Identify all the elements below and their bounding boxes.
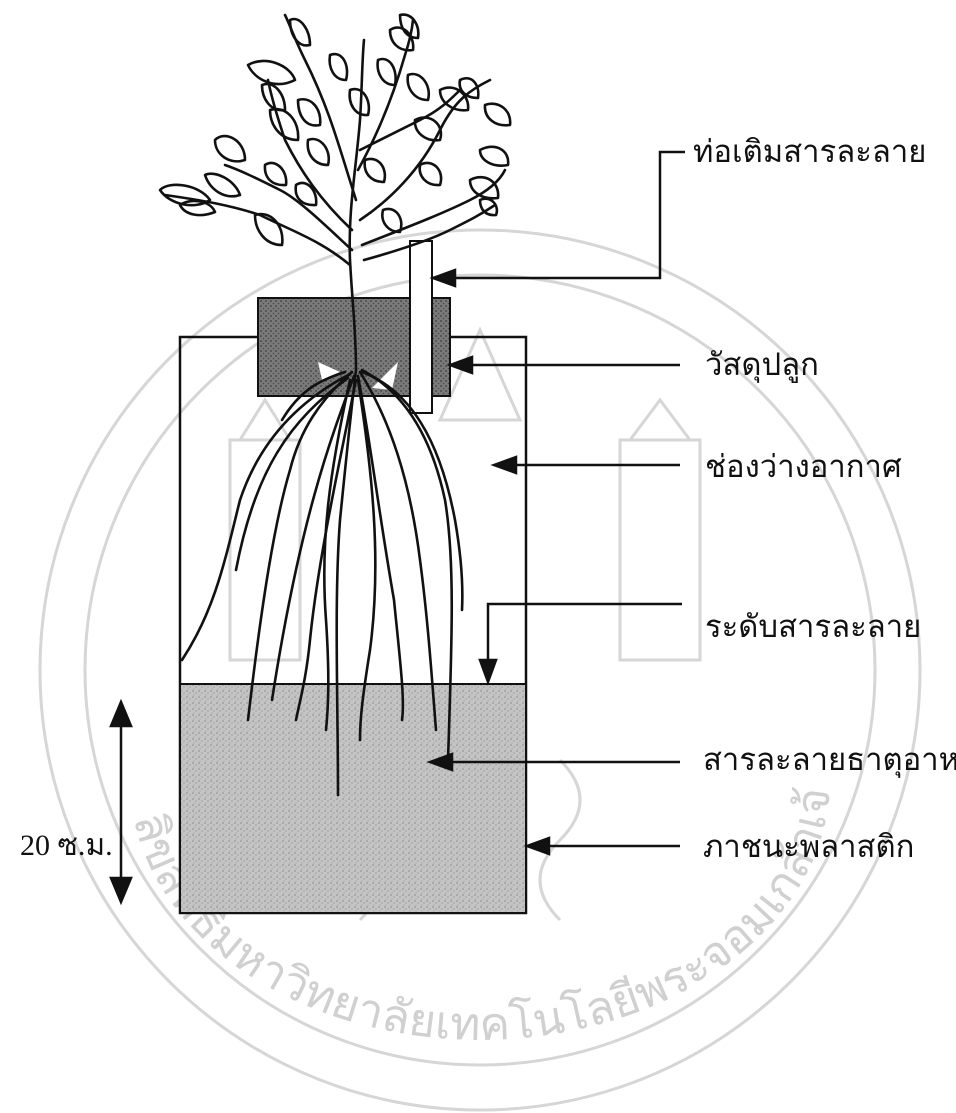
- label-air-space: ช่องว่างอากาศ: [705, 449, 902, 484]
- leaf: [290, 19, 310, 45]
- label-fill-tube: ท่อเติมสารละลาย: [693, 134, 926, 169]
- root: [360, 372, 436, 730]
- watermark-temple-left: [230, 400, 300, 660]
- nutrient-solution-fill: [181, 684, 525, 912]
- watermark-temple-right: [620, 400, 700, 660]
- branch: [285, 15, 356, 200]
- level-callout-line: [488, 604, 682, 662]
- leaf: [382, 209, 401, 232]
- branch: [225, 165, 352, 250]
- leaf: [308, 139, 329, 165]
- label-solution-level: ระดับสารละลาย: [705, 609, 921, 644]
- label-growing-medium: วัสดุปลูก: [705, 347, 819, 384]
- leaf: [400, 15, 418, 38]
- leaf: [215, 136, 245, 161]
- leaf: [365, 159, 385, 182]
- leaf: [485, 104, 510, 126]
- air-callout-arrow: [494, 457, 516, 473]
- leaf: [420, 163, 441, 185]
- leaf: [265, 163, 286, 185]
- tube-callout-arrow: [433, 270, 455, 286]
- level-callout-arrow: [480, 660, 496, 682]
- leaf: [298, 99, 320, 125]
- fill-tube: [410, 241, 432, 413]
- leaf: [330, 54, 347, 80]
- leaf: [480, 147, 508, 166]
- leaf: [470, 177, 498, 198]
- leaf: [408, 74, 429, 100]
- leaf: [378, 59, 396, 85]
- watermark-crown: [440, 330, 520, 420]
- label-depth: 20 ซ.ม.: [20, 829, 113, 862]
- label-nutrient-solution: สารละลายธาตุอาหาร: [703, 742, 956, 779]
- leaf: [205, 174, 240, 197]
- depth-arrow-bottom: [111, 878, 131, 902]
- label-plastic-container: ภาชนะพลาสติก: [703, 829, 914, 864]
- depth-arrow-top: [111, 702, 131, 726]
- tube-callout-line: [450, 152, 685, 278]
- leaf: [248, 61, 295, 84]
- container-callout-arrow: [527, 838, 549, 854]
- leaf: [270, 109, 298, 140]
